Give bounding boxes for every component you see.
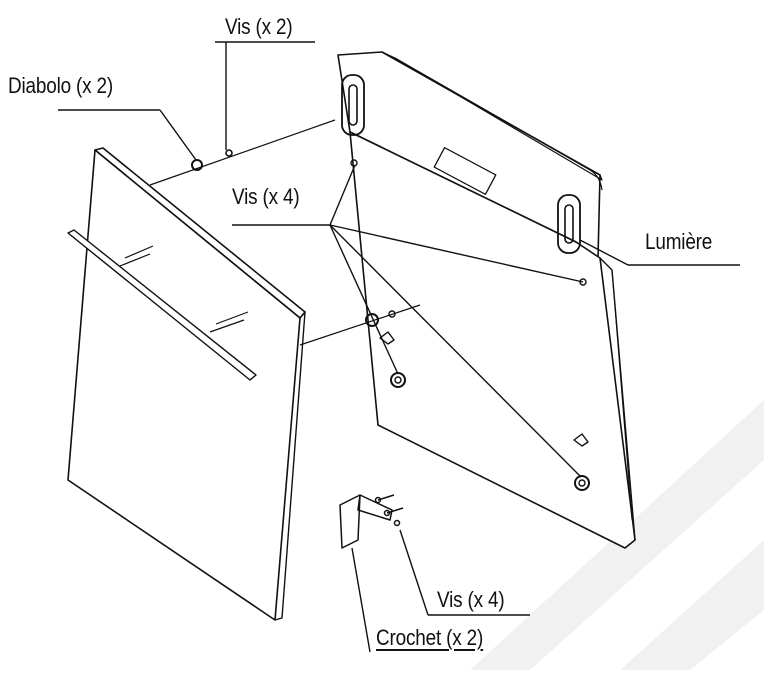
guide-lines [149,119,421,346]
door-panel [337,51,636,549]
leader-lines [58,41,740,653]
crochet-bracket [339,494,404,549]
front-panel [67,147,306,621]
label-crochet: Crochet (x 2) [376,625,484,650]
label-vis-bottom: Vis (x 4) [437,587,505,612]
label-lumiere: Lumière [645,229,713,254]
label-vis-top: Vis (x 2) [225,14,293,39]
label-vis-middle: Vis (x 4) [232,184,300,209]
diabolo-parts [191,149,396,327]
label-diabolo: Diabolo (x 2) [8,73,114,98]
